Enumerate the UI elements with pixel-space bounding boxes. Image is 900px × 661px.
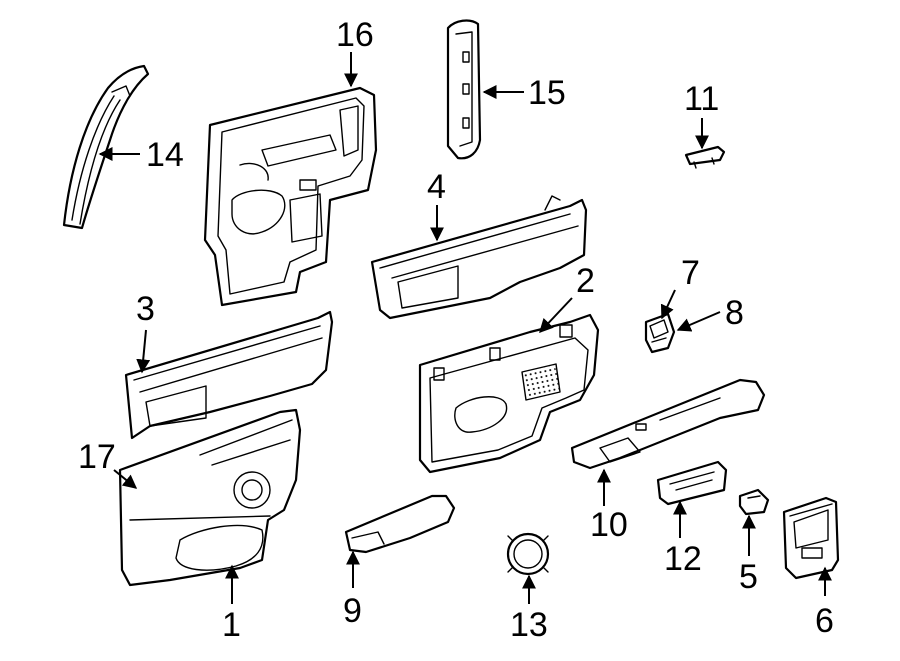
callout-3: 3 [136, 290, 155, 328]
leader-7 [660, 289, 676, 320]
part-5-clip [738, 488, 770, 516]
callout-5: 5 [739, 558, 758, 596]
callout-7: 7 [681, 254, 700, 292]
part-3-upper-trim-panel [124, 310, 334, 440]
part-6-handle-bezel [782, 496, 840, 580]
leader-8 [676, 311, 721, 332]
callout-2: 2 [576, 262, 595, 300]
callout-labels: 16 15 14 11 4 2 7 8 3 17 10 12 5 6 1 9 1… [78, 16, 834, 644]
leader-lines [98, 52, 832, 604]
callout-13: 13 [510, 606, 548, 644]
callout-8: 8 [725, 294, 744, 332]
leader-17 [113, 469, 138, 489]
part-16-door-frame [203, 86, 378, 307]
callout-16: 16 [336, 16, 374, 54]
leader-2 [539, 297, 573, 334]
callout-14: 14 [146, 136, 184, 174]
callout-10: 10 [590, 506, 628, 544]
callout-11: 11 [684, 80, 719, 118]
callout-6: 6 [815, 602, 834, 640]
part-7-8-switch [644, 312, 676, 354]
leader-3 [136, 329, 151, 374]
part-9-armrest [344, 494, 456, 554]
callout-9: 9 [343, 592, 362, 630]
part-12-bezel [656, 460, 728, 506]
part-15-pillar-trim [446, 19, 482, 160]
callout-17: 17 [78, 438, 116, 476]
part-1-door-trim-panel [118, 408, 302, 587]
part-2-door-trim-panel [418, 313, 600, 474]
callout-1: 1 [222, 606, 241, 644]
part-4-upper-trim-panel [370, 195, 588, 320]
callout-12: 12 [664, 540, 702, 578]
part-13-speaker [506, 532, 550, 576]
part-14-pillar-trim [62, 64, 150, 230]
callout-4: 4 [427, 168, 446, 206]
part-10-armrest [570, 378, 766, 470]
part-11-clip [684, 145, 726, 169]
callout-15: 15 [528, 74, 566, 112]
